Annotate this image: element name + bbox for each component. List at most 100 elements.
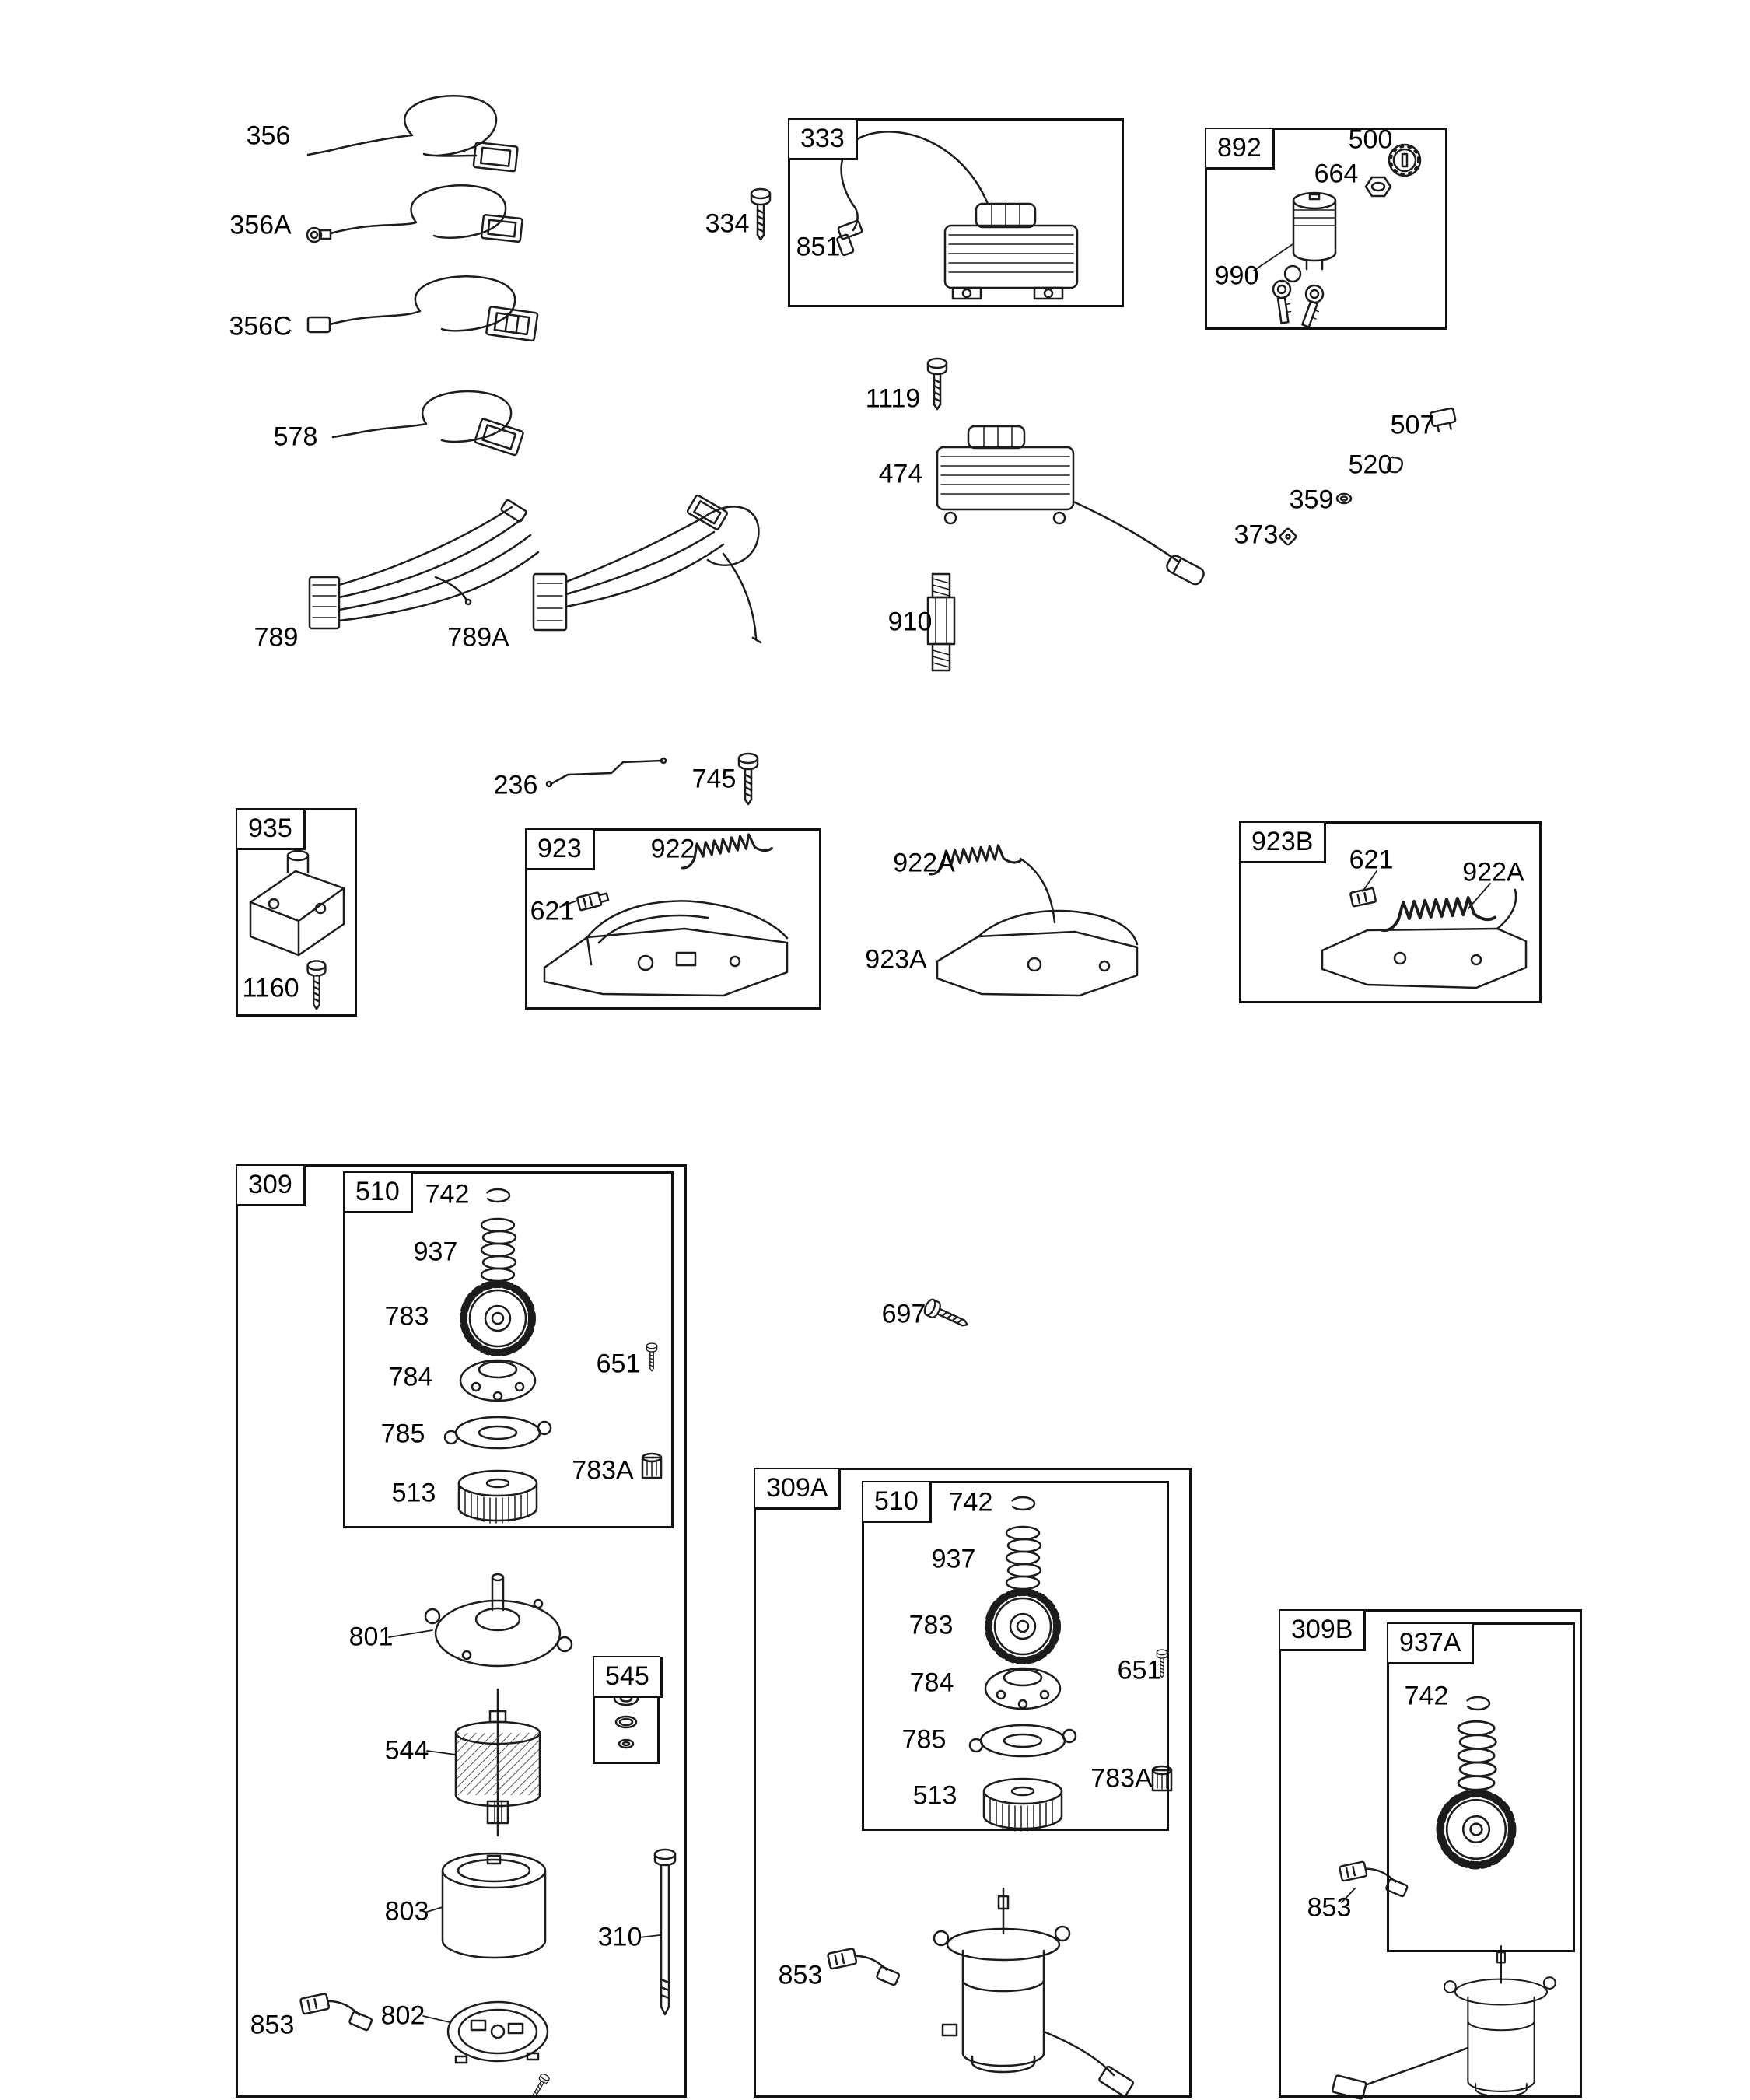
part-label-359: 359	[1289, 485, 1334, 515]
part-label-922a-mid: 922A	[893, 848, 955, 878]
bracket-935-art	[249, 849, 345, 1010]
part-label-803: 803	[384, 1896, 429, 1927]
group-box-309a: 309A	[754, 1468, 1192, 2098]
part-label-236: 236	[493, 770, 538, 800]
part-label-742-309: 742	[425, 1179, 470, 1209]
brake-923-art	[543, 829, 789, 997]
part-label-1160: 1160	[242, 973, 299, 1003]
part-label-507: 507	[1390, 410, 1435, 440]
standoff-910-art	[926, 572, 956, 672]
part-label-621-923: 621	[530, 896, 575, 926]
wire-578-art	[331, 390, 524, 457]
part-label-513-309a: 513	[912, 1780, 957, 1811]
group-tab-309b: 309B	[1280, 1611, 1367, 1652]
part-label-664: 664	[1314, 159, 1359, 189]
part-label-801: 801	[348, 1622, 394, 1652]
part-label-356c: 356C	[229, 311, 292, 341]
part-label-910: 910	[887, 607, 933, 637]
part-label-785-309a: 785	[901, 1724, 947, 1755]
group-tab-333: 333	[789, 120, 858, 161]
part-label-802: 802	[380, 2000, 425, 2031]
part-label-789: 789	[254, 622, 299, 653]
part-label-853-309: 853	[250, 2010, 295, 2040]
part-label-922a-923b: 922A	[1462, 857, 1524, 887]
coil-474-art	[926, 357, 1205, 586]
part-label-853-309a: 853	[778, 1960, 823, 1990]
group-box-510-309a: 510	[862, 1481, 1169, 1831]
group-tab-892: 892	[1206, 129, 1275, 170]
part-label-783-309: 783	[384, 1301, 429, 1332]
part-label-742-309a: 742	[948, 1487, 993, 1517]
part-label-785-309: 785	[380, 1419, 425, 1449]
part-label-544: 544	[384, 1735, 429, 1766]
group-box-309b: 309B	[1279, 1609, 1582, 2098]
screw-745-art	[737, 752, 759, 806]
part-label-937-309a: 937	[931, 1544, 976, 1574]
housing-803-art	[441, 1852, 547, 1959]
part-label-853-309b: 853	[1307, 1892, 1352, 1923]
part-label-373: 373	[1234, 520, 1279, 550]
group-tab-937a: 937A	[1388, 1624, 1475, 1665]
group-box-333: 333	[788, 118, 1124, 307]
part-label-697: 697	[881, 1299, 926, 1329]
part-label-783-309a: 783	[908, 1610, 954, 1640]
group-tab-923b: 923B	[1241, 823, 1327, 864]
group-tab-510-309: 510	[345, 1173, 413, 1214]
part-label-621-923b: 621	[1349, 845, 1394, 875]
part-label-474: 474	[878, 459, 923, 489]
part-label-923a: 923A	[865, 944, 927, 975]
group-tab-545: 545	[594, 1657, 663, 1699]
group-tab-510-309a: 510	[863, 1482, 932, 1524]
part-label-990: 990	[1214, 261, 1259, 291]
part-label-745: 745	[691, 764, 737, 794]
brake-923a-art	[926, 842, 1139, 997]
group-box-935: 935	[236, 808, 357, 1017]
leader-lines	[388, 243, 1491, 2023]
part-label-784-309: 784	[388, 1362, 433, 1392]
part-label-651-309: 651	[596, 1349, 641, 1379]
end-cap-801-art	[424, 1573, 573, 1668]
part-label-851: 851	[796, 232, 841, 262]
part-label-356: 356	[246, 121, 291, 151]
brake-923b-art	[1321, 887, 1528, 989]
part-label-937-309: 937	[413, 1237, 458, 1267]
group-tab-923: 923	[527, 830, 595, 871]
part-label-310: 310	[597, 1922, 642, 1952]
part-label-1119: 1119	[865, 383, 921, 414]
group-box-510-309: 510	[343, 1171, 674, 1528]
group-tab-309a: 309A	[755, 1469, 842, 1510]
brush-cap-802-art	[446, 2000, 551, 2100]
group-tab-309: 309	[237, 1166, 306, 1207]
starter-motor-309a-art	[933, 1887, 1135, 2097]
link-236-art	[545, 757, 667, 788]
group-box-892: 892	[1205, 128, 1447, 330]
group-box-309: 309	[236, 1164, 687, 2098]
harness-789-art	[308, 499, 540, 630]
part-label-520: 520	[1348, 450, 1393, 480]
part-label-784-309a: 784	[909, 1668, 954, 1698]
part-label-578: 578	[273, 422, 318, 452]
part-label-742-937a: 742	[1404, 1681, 1449, 1711]
part-label-356a: 356A	[229, 210, 292, 240]
part-label-513-309: 513	[391, 1478, 436, 1508]
part-label-922: 922	[650, 834, 695, 864]
small-parts-507-520-359-373-art	[1279, 407, 1457, 546]
part-label-334: 334	[705, 208, 750, 239]
group-box-923b: 923B	[1239, 821, 1542, 1003]
group-box-545: 545	[593, 1656, 663, 1764]
part-label-783a-309: 783A	[572, 1455, 634, 1486]
part-label-783a-309a: 783A	[1090, 1763, 1153, 1794]
group-box-923: 923	[525, 828, 821, 1010]
armature-544-art	[454, 1688, 541, 1837]
bolt-310-art	[653, 1848, 677, 2016]
part-label-651-309a: 651	[1117, 1655, 1162, 1685]
wire-356a-art	[306, 184, 523, 243]
wire-356-art	[306, 94, 519, 173]
part-label-789a: 789A	[447, 622, 509, 653]
part-label-500: 500	[1348, 124, 1393, 155]
group-box-937a: 937A	[1387, 1622, 1575, 1952]
screw-697-art	[921, 1297, 972, 1334]
group-tab-935: 935	[237, 810, 306, 851]
harness-789a-art	[532, 494, 762, 644]
